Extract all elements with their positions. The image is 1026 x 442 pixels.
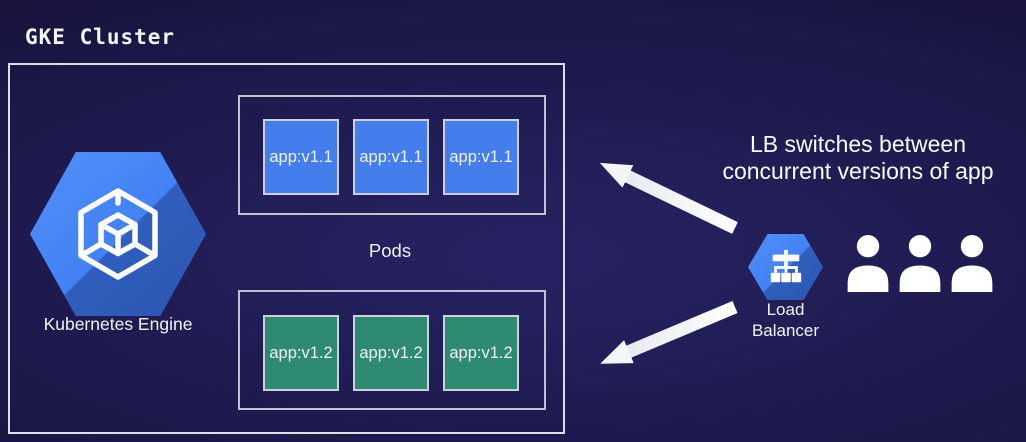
pod-app-v1-1: app:v1.1	[263, 119, 339, 195]
load-balancer-label: Load Balancer	[725, 299, 846, 341]
pod-app-v1-1: app:v1.1	[443, 119, 519, 195]
load-balancer-network-glyph	[770, 249, 801, 283]
load-balancer-icon	[748, 234, 823, 300]
pod-app-v1-1: app:v1.1	[353, 119, 429, 195]
user-icon	[899, 235, 941, 292]
kubernetes-engine-label: Kubernetes Engine	[43, 314, 193, 334]
user-icon	[847, 235, 889, 292]
pod-app-v1-2: app:v1.2	[353, 315, 429, 391]
pod-app-v1-2: app:v1.2	[443, 315, 519, 391]
lb-annotation-line2: concurrent versions of app	[722, 158, 994, 184]
pods-label: Pods	[368, 240, 412, 261]
gke-cube-wireframe-glyph	[78, 188, 158, 280]
lb-annotation-line1: LB switches between	[749, 131, 967, 157]
pod-app-v1-2: app:v1.2	[263, 315, 339, 391]
load-balancer-label-line1: Load	[766, 300, 805, 319]
load-balancer-label-line2: Balancer	[751, 321, 820, 340]
user-icon	[951, 235, 993, 292]
lb-annotation: LB switches between concurrent versions …	[690, 131, 1026, 185]
gke-cluster-boundary	[8, 63, 565, 434]
arrow-to-v2-pods	[600, 301, 738, 364]
diagram-title: GKE Cluster	[25, 25, 176, 49]
users-group	[845, 235, 995, 292]
pods-group-v2: app:v1.2 app:v1.2 app:v1.2	[238, 290, 546, 410]
pods-group-v1: app:v1.1 app:v1.1 app:v1.1	[238, 95, 546, 215]
